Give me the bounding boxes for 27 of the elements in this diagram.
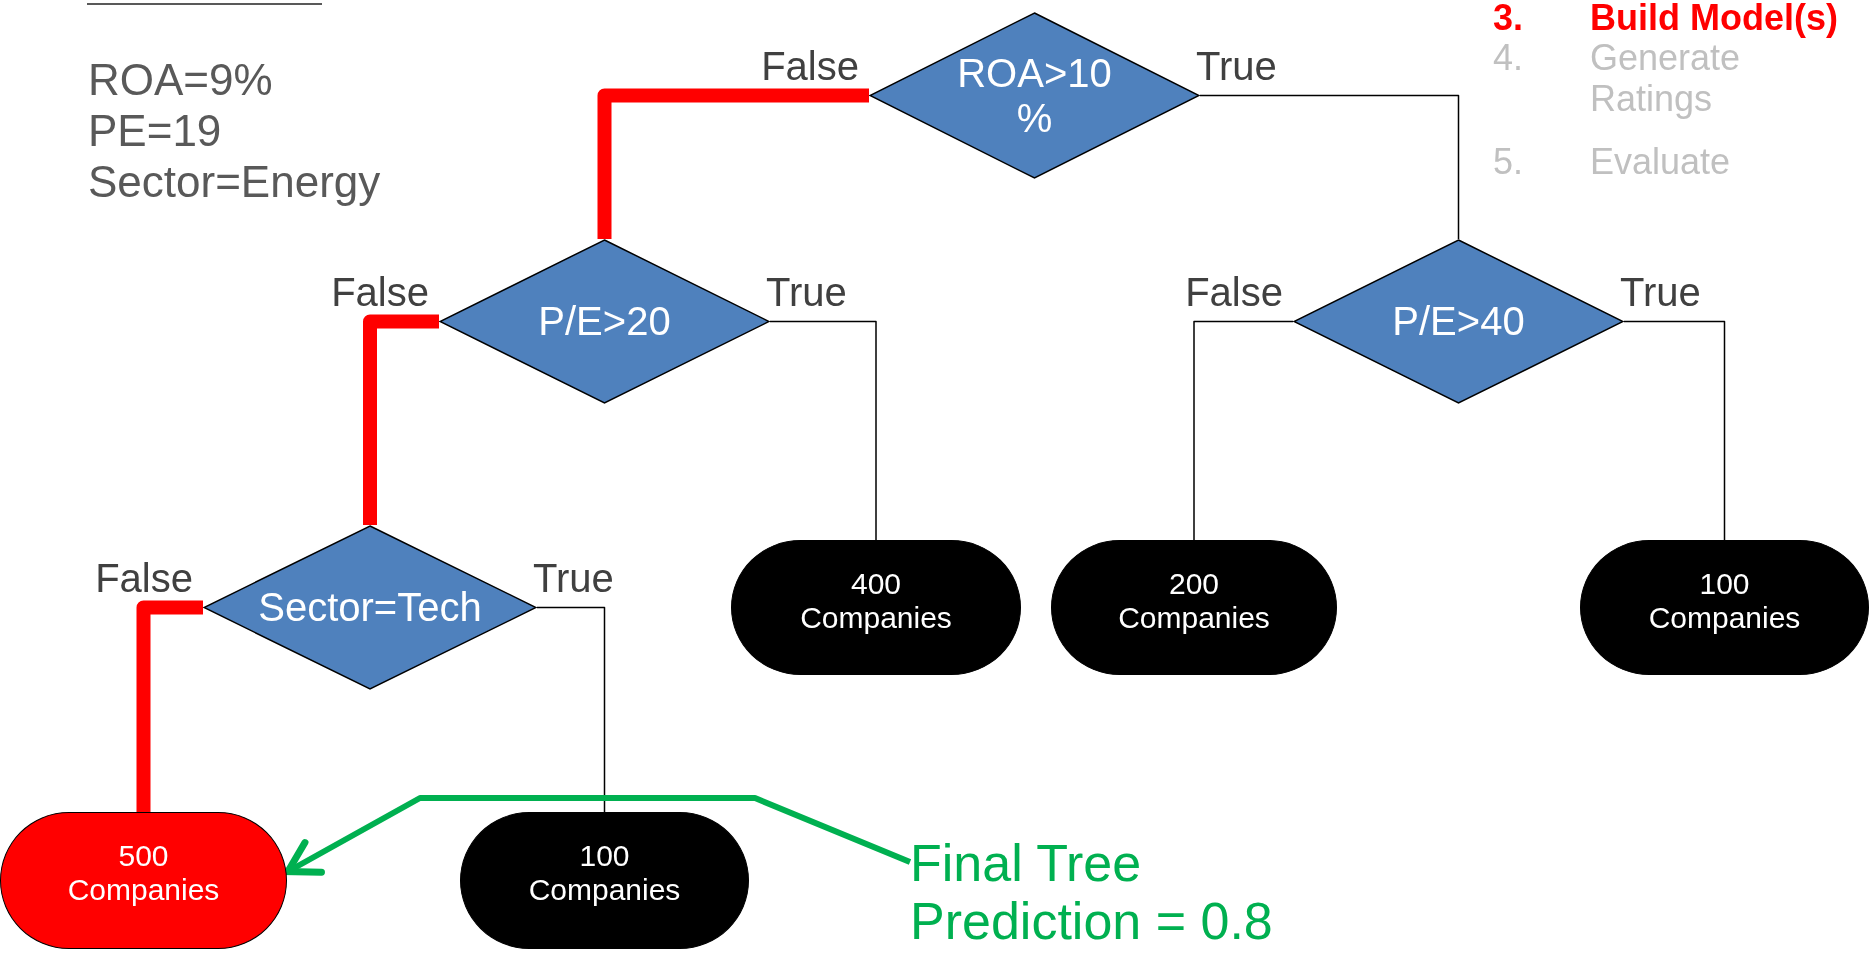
- step-number: 4.: [1493, 37, 1524, 79]
- node-label: P/E>20: [537, 299, 672, 344]
- step-number: 3.: [1493, 0, 1524, 39]
- connector-line: [1623, 320, 1726, 541]
- node-label: 500 Companies: [66, 839, 221, 907]
- node-label: P/E>40: [1391, 299, 1526, 344]
- connector-line: [363, 314, 439, 525]
- variable-value: ROA=9%: [88, 55, 273, 106]
- node-label: 400 Companies: [799, 567, 953, 635]
- prediction-note: Final Tree Prediction = 0.8: [910, 833, 1274, 951]
- step-number: 5.: [1493, 141, 1524, 183]
- variable-value: Sector=Energy: [88, 157, 381, 208]
- variable-value: PE=19: [88, 106, 222, 157]
- node-label: 100 Companies: [527, 839, 682, 907]
- connector-line: [769, 320, 877, 541]
- node-label: 200 Companies: [1117, 567, 1271, 635]
- terminal-node: [0, 812, 287, 949]
- step-label: Evaluate: [1590, 141, 1731, 183]
- connector-line: [1199, 94, 1460, 240]
- connector-line: [1193, 320, 1294, 541]
- step-label: Generate Ratings: [1590, 37, 1741, 120]
- connector-line: [536, 606, 606, 813]
- step-label: Build Model(s): [1590, 0, 1838, 39]
- node-label: Sector=Tech: [257, 585, 483, 630]
- node-label: ROA>10%: [956, 50, 1113, 141]
- node-label: 100 Companies: [1647, 567, 1802, 635]
- connector-line: [597, 88, 869, 239]
